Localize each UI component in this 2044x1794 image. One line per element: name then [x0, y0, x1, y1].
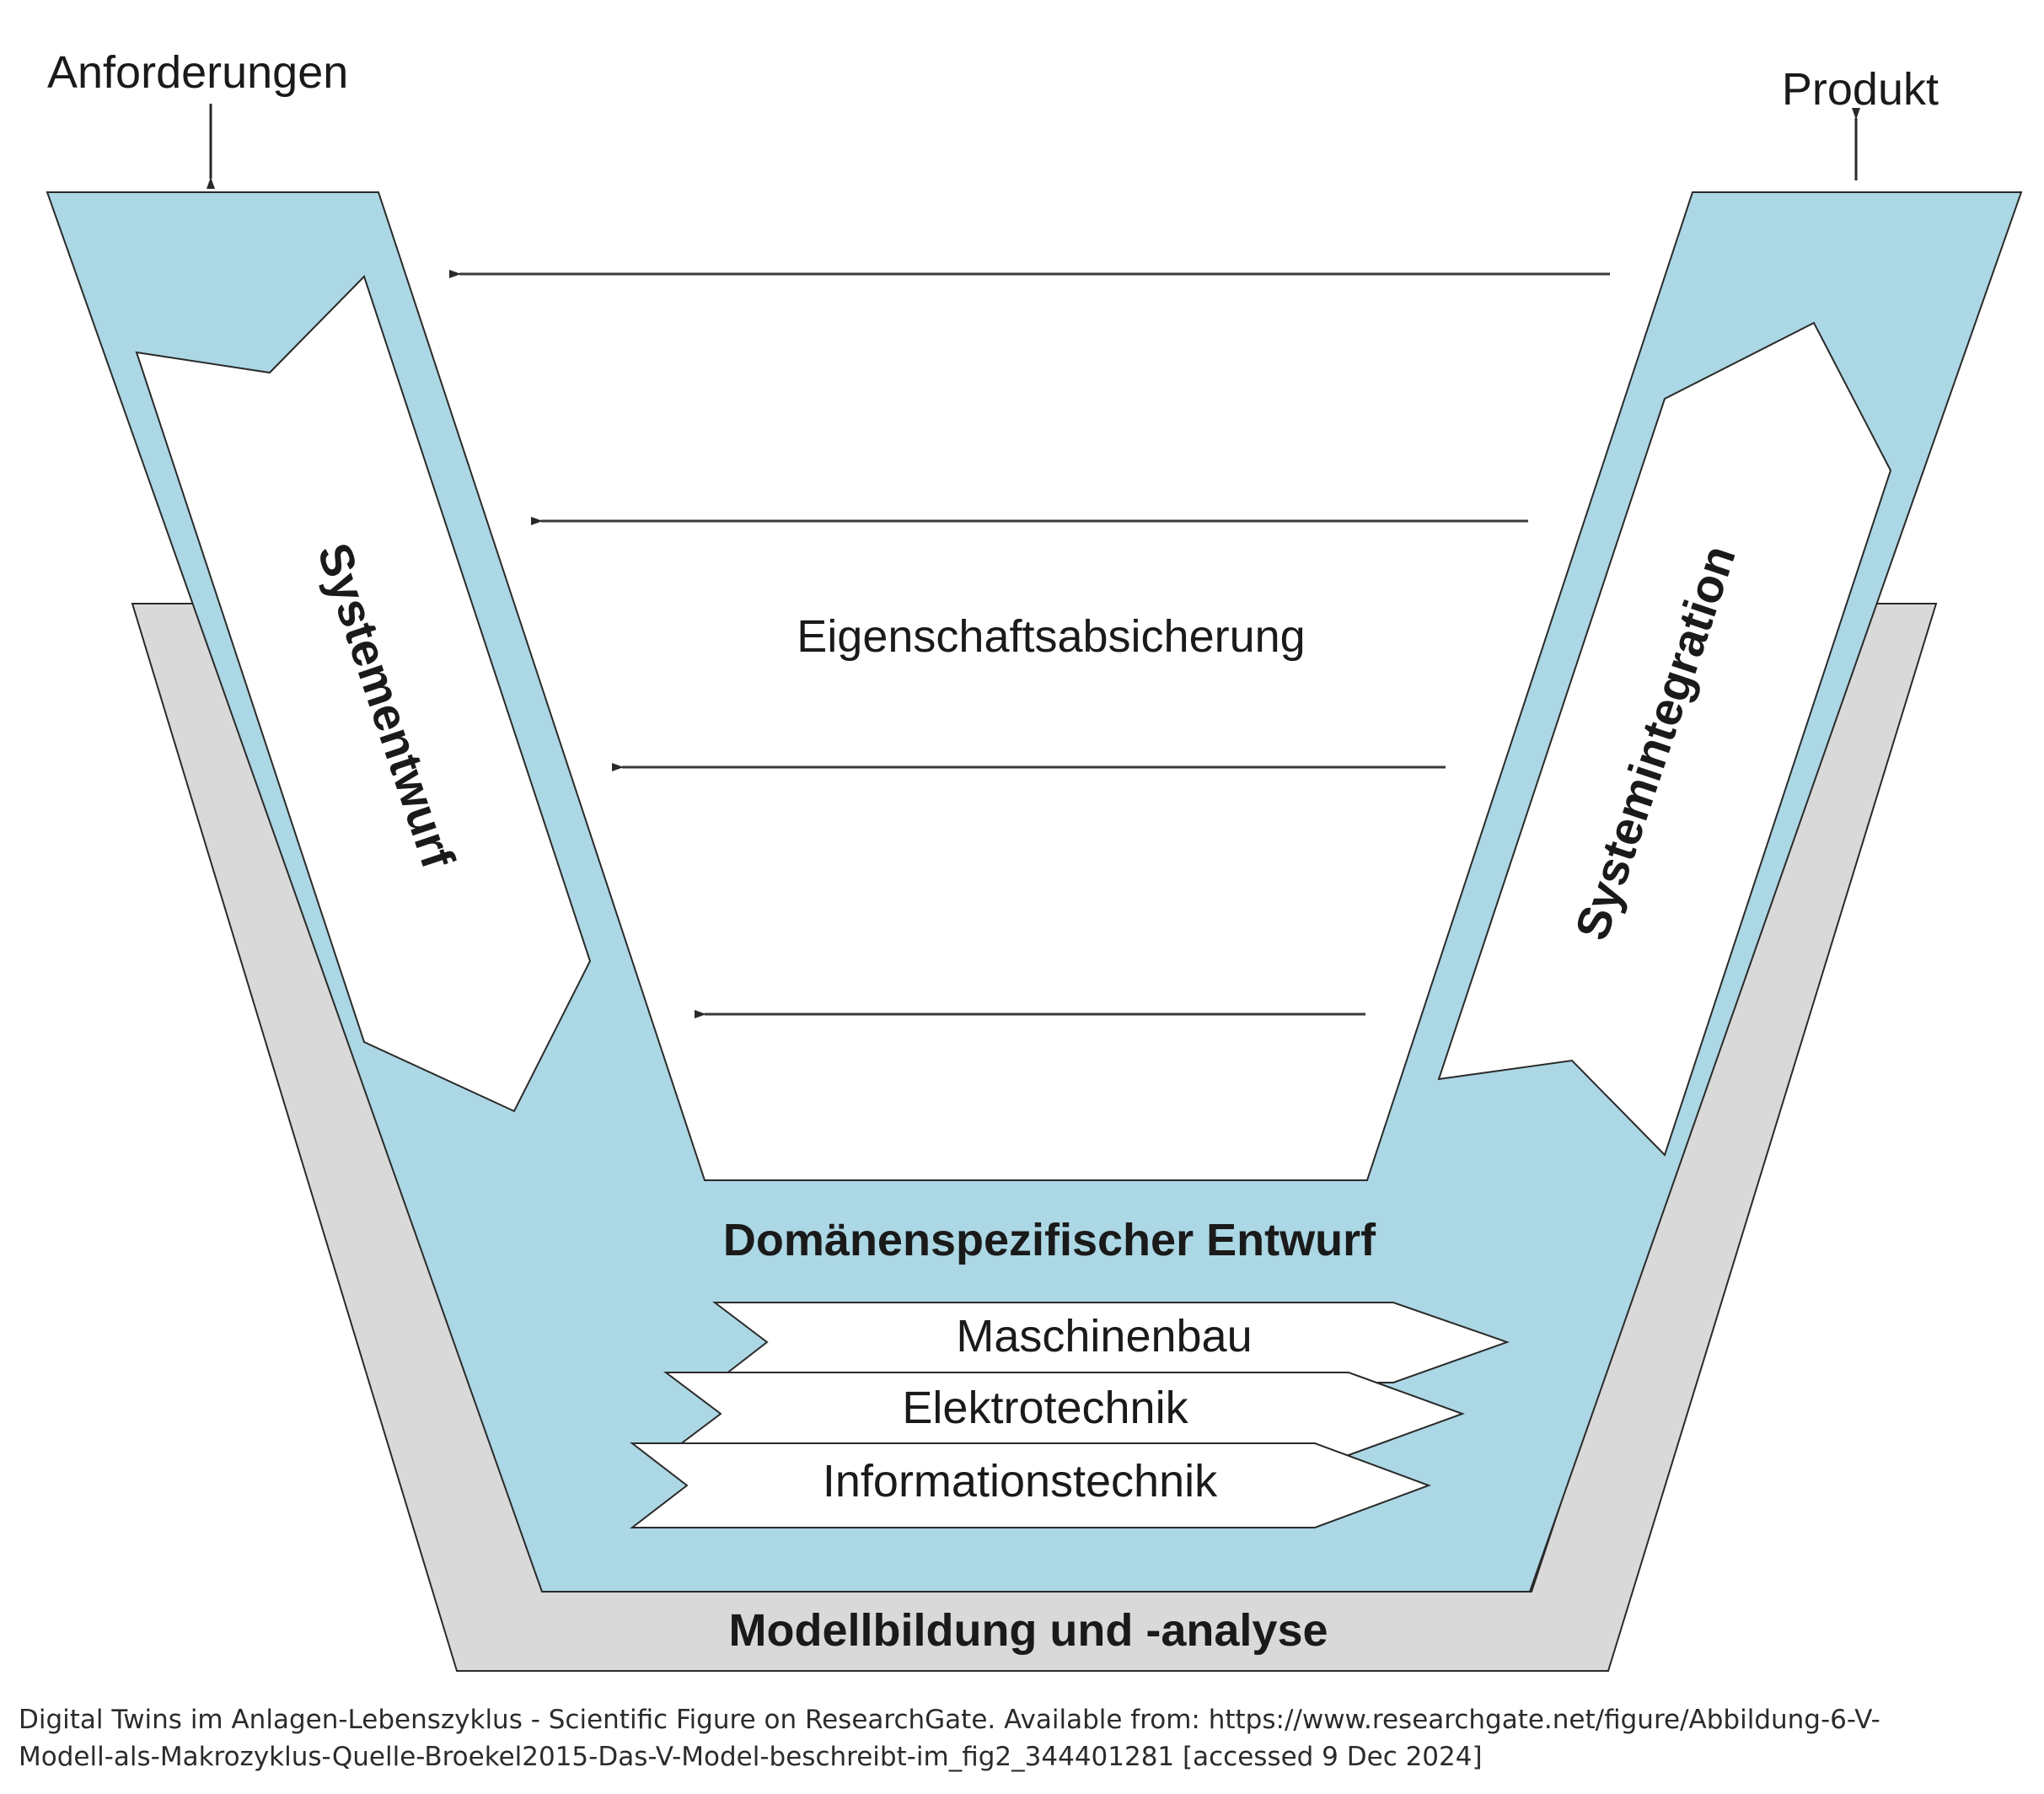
information-arrow — [630, 1442, 1431, 1528]
figure-caption: Digital Twins im Anlagen-Lebenszyklus - … — [19, 1701, 2025, 1775]
system-integration-arrow — [1437, 321, 1892, 1157]
information-label: Informationstechnik — [823, 1456, 1218, 1507]
product-label: Produkt — [1782, 64, 1939, 115]
modeling-label: Modellbildung und -analyse — [728, 1605, 1328, 1656]
caption-line-2: Modell-als-Makrozyklus-Quelle-Broekel201… — [19, 1742, 1483, 1772]
mechanical-label: Maschinenbau — [956, 1311, 1252, 1362]
v-shape — [46, 191, 2023, 1593]
requirements-label: Anforderungen — [47, 47, 348, 98]
electrical-label: Elektrotechnik — [902, 1383, 1188, 1433]
system-design-arrow — [135, 275, 592, 1113]
caption-line-1: Digital Twins im Anlagen-Lebenszyklus - … — [19, 1705, 1880, 1735]
property-assurance-label: Eigenschaftsabsicherung — [797, 611, 1305, 662]
v-model-diagram: Anforderungen Produkt Systementwurf Syst… — [46, 47, 2023, 1672]
domain-design-label: Domänenspezifischer Entwurf — [723, 1215, 1376, 1265]
